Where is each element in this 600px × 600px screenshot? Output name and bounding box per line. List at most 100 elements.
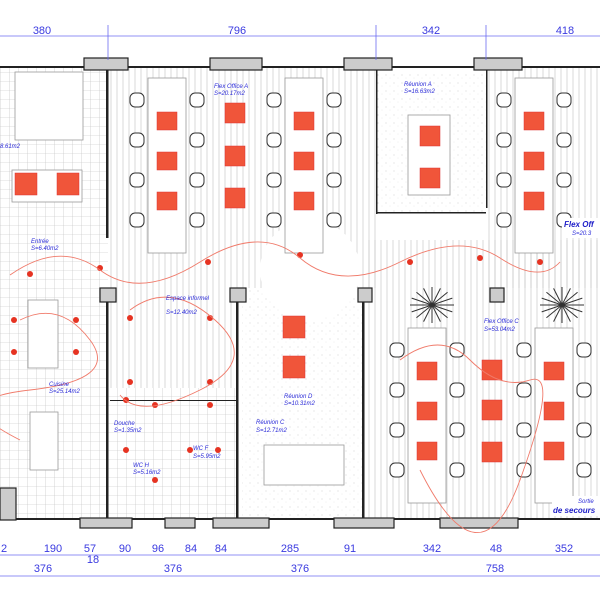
room-area-flex-office-a: S=20.17m2 <box>214 91 246 97</box>
pillar <box>164 517 196 529</box>
pillar <box>229 287 247 303</box>
chair <box>189 212 205 228</box>
plant-leaf <box>431 304 448 319</box>
light-fixture <box>73 317 79 323</box>
room-name-espace-informel: Espace informel <box>166 296 210 302</box>
room-name-cuisine: Cuisine <box>49 382 70 388</box>
room-name-douche: Douche <box>114 421 135 427</box>
chair <box>266 212 282 228</box>
chair <box>266 92 282 108</box>
dimension-top: 380 <box>33 25 51 37</box>
plant-leaf <box>431 304 453 313</box>
dimension-bottom: 2 <box>1 543 7 555</box>
dimension-bottom: 84 <box>215 543 227 555</box>
plant-leaf <box>561 297 583 306</box>
sofa <box>14 71 84 141</box>
plant-leaf <box>416 291 433 306</box>
plant-leaf <box>541 304 563 313</box>
plant-leaf <box>561 288 571 306</box>
room-name-sortie-secours: Sortie <box>578 499 594 505</box>
room-name-reunion-a: Réunion A <box>404 82 432 88</box>
chair <box>449 462 465 478</box>
room-area-espace-informel: S=12.40m2 <box>166 310 198 316</box>
room-name-flex-office-a: Flex Office A <box>214 84 248 90</box>
chair <box>449 422 465 438</box>
chair <box>389 422 405 438</box>
room-name-wc-h: WC H <box>133 463 150 469</box>
plant-leaf <box>561 304 583 313</box>
plant-leaf <box>546 304 563 319</box>
dimensions: 380 796 342 418 2 190 57 90 96 84 84 285… <box>0 25 600 577</box>
chair <box>496 92 512 108</box>
dining-table <box>27 299 59 369</box>
floor-box <box>224 145 246 167</box>
floor-box <box>282 355 306 379</box>
label-backdrop <box>562 218 600 238</box>
meeting-table <box>263 444 345 486</box>
floor-box <box>523 151 545 171</box>
chair <box>449 382 465 398</box>
chair <box>389 462 405 478</box>
dimension-bottom-total: 376 <box>291 563 309 575</box>
light-fixture <box>127 315 133 321</box>
walls <box>0 57 600 529</box>
pillar <box>333 517 395 529</box>
floor-box <box>543 441 565 461</box>
chair <box>556 92 572 108</box>
floor-box <box>481 399 503 421</box>
room-area-flex-office-b: S=20.3 <box>572 231 592 237</box>
room-area-wc-h: S=5.16m2 <box>133 470 161 476</box>
floor-box <box>543 401 565 421</box>
floor-box <box>293 111 315 131</box>
light-fixture <box>207 402 213 408</box>
room-name-reunion-d: Réunion D <box>284 394 313 400</box>
chair <box>556 132 572 148</box>
pillar <box>209 57 263 71</box>
plant-leaf <box>561 304 578 319</box>
room-name-wc-f: WC F <box>193 446 209 452</box>
light-fixture <box>152 477 158 483</box>
light-fixture <box>97 265 103 271</box>
light-fixture <box>205 259 211 265</box>
plant-leaf <box>411 304 433 313</box>
room-area-wc-f: S=5.95m2 <box>193 454 221 460</box>
dimension-bottom: 84 <box>185 543 197 555</box>
chair <box>189 172 205 188</box>
floor-box <box>156 191 178 211</box>
dimension-bottom-total: 376 <box>34 563 52 575</box>
room-name-entree: Entrée <box>31 239 49 245</box>
pillar <box>473 57 523 71</box>
light-fixture <box>477 255 483 261</box>
room-labels: 8.61m2 Flex Office A S=20.17m2 Réunion A… <box>0 82 600 516</box>
chair <box>576 462 592 478</box>
room-name-flex-office-c: Flex Office C <box>484 319 519 325</box>
dimension-top: 796 <box>228 25 246 37</box>
kitchen-island <box>29 411 59 471</box>
pillar <box>99 287 117 303</box>
pillar <box>357 287 373 303</box>
floor-box <box>419 125 441 147</box>
furniture <box>11 71 592 504</box>
floor-box <box>56 172 80 196</box>
room-area-cuisine: S=25.14m2 <box>49 389 81 395</box>
chair <box>389 382 405 398</box>
dimension-bottom: 48 <box>490 543 502 555</box>
chair <box>389 342 405 358</box>
floor-box <box>282 315 306 339</box>
floor-box <box>523 191 545 211</box>
floor-box <box>293 191 315 211</box>
room-name-flex-office-b: Flex Off <box>564 220 595 229</box>
room-area-sortie-secours: de secours <box>553 506 596 515</box>
pillar <box>439 517 519 529</box>
dimension-bottom-total: 18 <box>87 554 99 566</box>
plant-leaf <box>431 297 453 306</box>
room-area-reunion-d: S=10.31m2 <box>284 401 316 407</box>
light-fixture <box>407 259 413 265</box>
room-area-partial-left: 8.61m2 <box>0 144 21 150</box>
light-fixture <box>215 447 221 453</box>
floor-box <box>293 151 315 171</box>
plant-leaf <box>431 304 441 322</box>
dimension-bottom: 91 <box>344 543 356 555</box>
floor-box <box>419 167 441 189</box>
